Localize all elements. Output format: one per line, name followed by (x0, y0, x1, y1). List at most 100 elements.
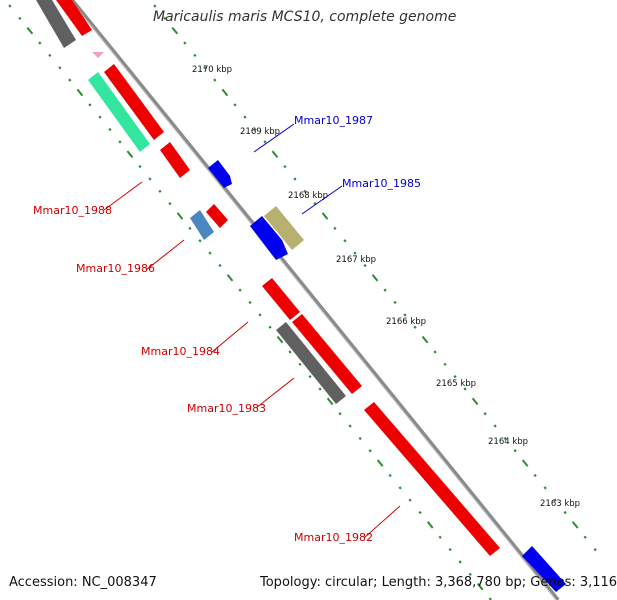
scale-tick-minor (363, 263, 367, 268)
scale-tick-minor (468, 572, 472, 576)
scale-tick-major (321, 212, 329, 220)
scale-tick-major (521, 459, 529, 467)
tick-label: 2167 kbp (336, 255, 376, 265)
tick-label: 2168 kbp (288, 191, 328, 201)
scale-tick-minor (483, 412, 487, 416)
tick-label: 2169 kbp (240, 127, 280, 137)
gene-feature-red-near-1986[interactable] (206, 204, 228, 228)
scale-tick-minor (118, 140, 122, 144)
gene-feature-pink (92, 52, 104, 58)
scale-tick-minor (503, 436, 507, 441)
scale-tick-major (76, 88, 84, 97)
gene-label-mmar10-1984[interactable]: Mmar10_1984 (141, 345, 220, 358)
scale-tick-minor (68, 78, 72, 82)
scale-tick-minor (218, 263, 222, 268)
scale-tick-minor (38, 41, 42, 45)
scale-tick-minor (293, 177, 297, 181)
gene-label-mmar10-1988[interactable]: Mmar10_1988 (33, 204, 112, 217)
scale-tick-minor (163, 16, 167, 20)
gene-labels: Mmar10_1987 Mmar10_1985 Mmar10_1988 Mmar… (33, 114, 421, 544)
scale-tick-minor (333, 226, 337, 230)
scale-tick-minor (243, 115, 247, 119)
scale-tick-major (376, 459, 384, 467)
scale-tick-minor (368, 449, 372, 453)
gene-label-mmar10-1982[interactable]: Mmar10_1982 (294, 531, 373, 544)
scale-tick-minor (443, 362, 447, 366)
gene-feature-mmar10-1983[interactable] (292, 314, 362, 394)
scale-tick-minor (563, 510, 567, 515)
map-title: Maricaulis maris MCS10, complete genome (153, 9, 457, 25)
scale-tick-minor (353, 251, 357, 255)
scale-tick-minor (513, 449, 517, 453)
scale-tick-minor (18, 16, 22, 20)
gene-feature-mmar10-1986[interactable] (190, 210, 214, 240)
gene-feature-khaki[interactable] (264, 206, 304, 250)
tick-label: 2165 kbp (436, 379, 476, 389)
scale-tick-minor (413, 325, 417, 329)
scale-tick-minor (108, 127, 112, 132)
gene-feature-mmar10-1985[interactable] (250, 216, 288, 260)
scale-tick-minor (343, 239, 347, 243)
scale-tick-minor (348, 424, 352, 428)
gene-feature-red[interactable] (56, 0, 92, 36)
scale-tick-minor (403, 313, 407, 317)
gene-feature-grey[interactable] (36, 0, 76, 48)
accession-text: Accession: NC_008347 (9, 575, 157, 590)
scale-tick-minor (213, 78, 217, 82)
scale-tick-minor (318, 387, 322, 391)
scale-tick-major (276, 335, 284, 344)
scale-tick-minor (48, 53, 52, 58)
scale-tick-minor (268, 325, 272, 329)
scale-tick-minor (153, 4, 157, 8)
gene-feature-blue-bottom[interactable] (522, 546, 566, 592)
gene-features (36, 0, 566, 592)
scale-tick-minor (398, 486, 402, 490)
scale-tick-minor (263, 140, 267, 144)
scale-tick-major (371, 274, 379, 282)
scale-tick-minor (253, 127, 257, 132)
gene-label-mmar10-1986[interactable]: Mmar10_1986 (76, 262, 155, 275)
scale-tick-minor (453, 375, 457, 379)
genome-summary-text: Topology: circular; Length: 3,368,780 bp… (260, 575, 617, 590)
scale-tick-major (426, 521, 434, 529)
gene-feature-red-small[interactable] (160, 142, 190, 178)
scale-tick-major (171, 26, 179, 35)
scale-tick-minor (308, 375, 312, 379)
scale-tick-minor (198, 239, 202, 243)
scale-tick-labels: 2170 kbp 2169 kbp 2168 kbp 2167 kbp 2166… (192, 65, 580, 509)
scale-tick-minor (593, 547, 597, 552)
gene-label-mmar10-1983[interactable]: Mmar10_1983 (187, 402, 266, 415)
scale-tick-minor (283, 164, 287, 169)
gene-label-leaders (103, 123, 401, 539)
tick-label: 2163 kbp (540, 499, 580, 509)
scale-tick-minor (458, 560, 462, 564)
scale-tick-minor (58, 66, 62, 70)
gene-feature-mmar10-1982[interactable] (364, 402, 500, 556)
scale-tick-major (226, 274, 234, 282)
scale-tick-major (421, 335, 429, 344)
scale-tick-major (26, 26, 34, 35)
scale-ticks-inner (8, 4, 492, 600)
scale-tick-minor (183, 41, 187, 45)
scale-tick-major (326, 397, 334, 406)
gene-label-mmar10-1985[interactable]: Mmar10_1985 (342, 177, 421, 190)
scale-tick-minor (233, 103, 237, 107)
gene-label-mmar10-1987[interactable]: Mmar10_1987 (294, 114, 373, 127)
scale-tick-minor (438, 535, 442, 539)
scale-tick-minor (433, 350, 437, 354)
gene-feature-mmar10-1984[interactable] (262, 278, 300, 320)
scale-tick-minor (288, 350, 292, 354)
gene-feature-mmar10-1983-grey[interactable] (276, 322, 346, 404)
gene-feature-mint[interactable] (88, 72, 150, 152)
scale-tick-minor (393, 300, 397, 305)
tick-label: 2170 kbp (192, 65, 232, 75)
scale-tick-minor (148, 177, 152, 181)
scale-tick-minor (208, 251, 212, 255)
scale-tick-minor (88, 103, 92, 107)
tick-label: 2166 kbp (386, 317, 426, 327)
scale-tick-minor (258, 313, 262, 317)
tick-label: 2164 kbp (488, 437, 528, 447)
gene-feature-mmar10-1987[interactable] (208, 160, 232, 188)
scale-tick-major (476, 582, 484, 591)
gene-feature-red-1988[interactable] (104, 64, 164, 140)
